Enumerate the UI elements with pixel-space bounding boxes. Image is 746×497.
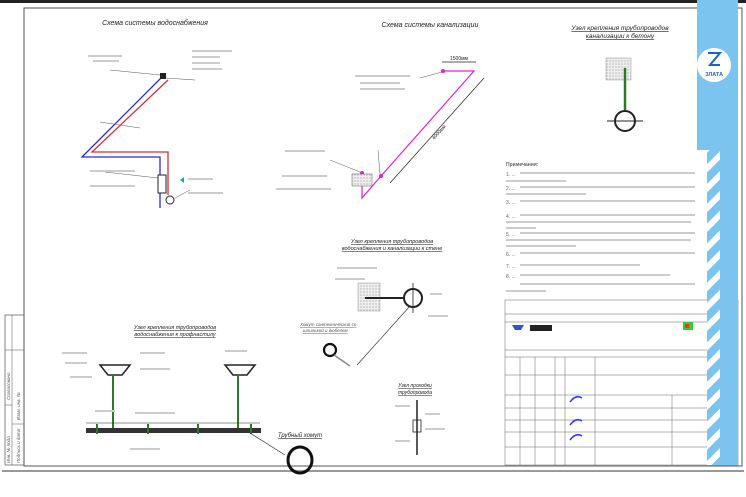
title-block: [504, 299, 739, 466]
deck-node-title-1: Узел крепления трубопроводов: [133, 325, 216, 331]
note-line: 1. ...: [506, 172, 516, 178]
logo-z-icon: [707, 52, 723, 66]
pump-icon: [165, 195, 175, 205]
note-line: 7. ...: [506, 264, 516, 270]
meter-icon: [160, 73, 166, 79]
sewer-scheme: 1500мм 4000мм: [276, 56, 485, 200]
wall-node: Хомут сантехнический со шпилькой и дюбел…: [299, 267, 448, 367]
sewer-scheme-title: Схема системы канализации: [382, 22, 479, 29]
deck-node: Трубный хомут: [62, 350, 322, 475]
stamp-agreed: Согласовано: [6, 372, 11, 400]
concrete-node-title-1: Узел крепления трубопроводов: [570, 24, 669, 32]
sewer-pipe: [361, 70, 476, 200]
wall-clamp-label-1: Хомут сантехнический со: [299, 321, 357, 327]
water-scheme-title: Схема системы водоснабжения: [102, 19, 208, 27]
note-line: 4. ...: [506, 214, 516, 220]
wall-clamp-label-2: шпилькой и дюбелем: [303, 327, 348, 333]
water-heater-icon: [157, 174, 167, 194]
note-line: 2. ...: [506, 186, 516, 192]
concrete-node: [605, 57, 643, 132]
stamp-inv-orig: Инв. № подл.: [6, 435, 11, 463]
stamp-repl-inv: Взам. инв. №: [16, 392, 21, 420]
wall-node-title-1: Узел крепления трубопроводов: [350, 239, 433, 245]
side-stamp: Согласовано Инв. № подл. Подпись и дата …: [4, 314, 25, 466]
wall-node-title-2: водоснабжения и канализации к стене: [342, 246, 443, 252]
note-line: 5. ...: [506, 232, 516, 238]
clamp-title: Трубный хомут: [278, 432, 322, 439]
note-line: 3. ...: [506, 200, 516, 206]
magnifier-icon: [322, 342, 338, 358]
valve-icon: [180, 177, 184, 183]
dimension-diag: 4000мм: [431, 124, 448, 142]
water-scheme: [80, 50, 232, 208]
sheet-frame: [23, 7, 743, 467]
logo-text: ЗЛАТА: [705, 72, 723, 78]
stamp-sign-date: Подпись и дата: [16, 428, 21, 463]
pass-node: [395, 400, 445, 455]
deck-node-title-2: водоснабжения к профнастилу: [134, 332, 217, 338]
pass-node-title-2: трубопровода: [398, 390, 432, 396]
brand-stripe: ЗЛАТА: [697, 0, 738, 465]
pipe-clamp-drawing: [286, 445, 314, 475]
hot-water-pipe: [90, 79, 169, 195]
dimension-top: 1500мм: [450, 56, 469, 62]
note-line: 8. ...: [506, 274, 516, 280]
concrete-node-title-2: канализации к бетону: [586, 32, 655, 40]
pass-node-title-1: Узел проходки: [398, 383, 432, 389]
note-line: 6. ...: [506, 252, 516, 258]
notes-heading: Примечания:: [506, 162, 539, 168]
notes: Примечания: 1. ... 2. ... 3. ... 4. ... …: [506, 162, 695, 292]
